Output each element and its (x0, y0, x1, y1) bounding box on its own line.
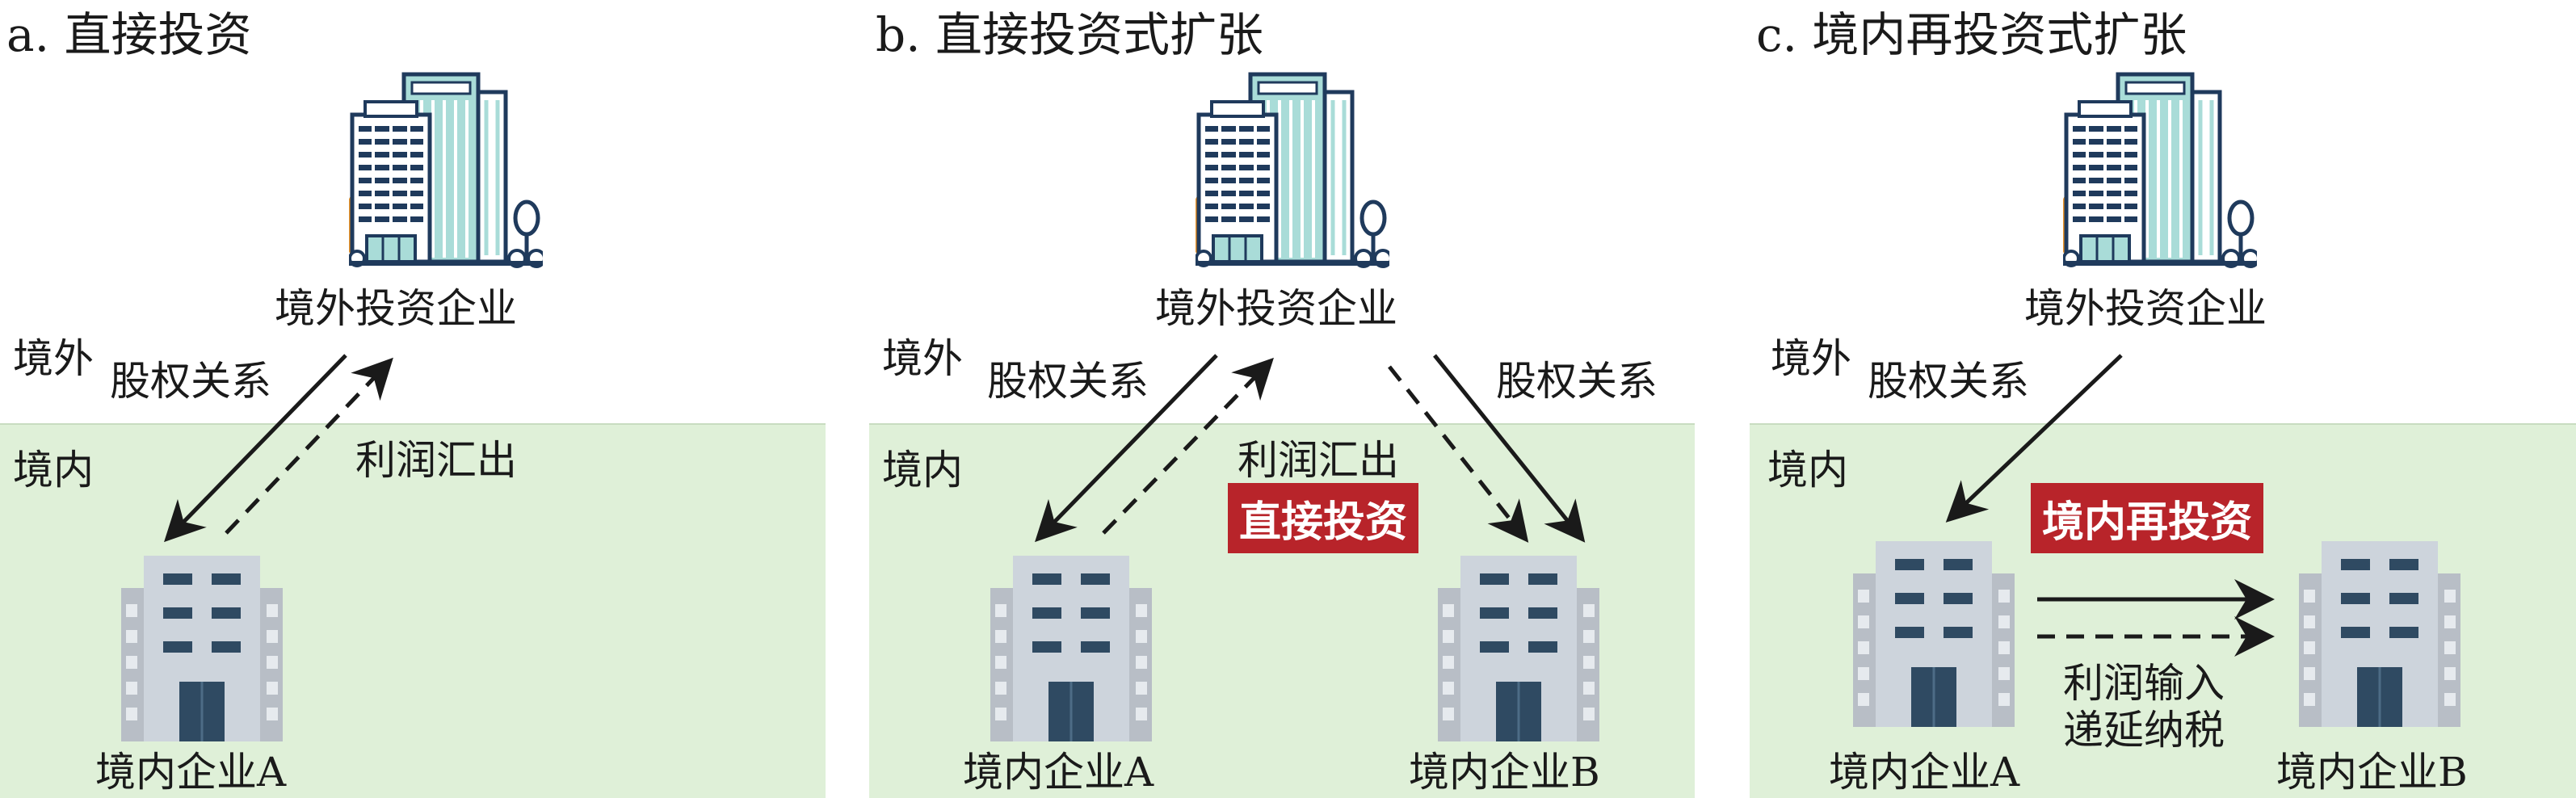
domestic-company-a-icon (1853, 541, 2015, 727)
domestic-reinvestment-badge: 境内再投资 (2031, 483, 2264, 553)
profit-arrow-b (1388, 365, 1529, 543)
direct-investment-badge: 直接投资 (1228, 483, 1419, 553)
overseas-company-label: 境外投资企业 (275, 285, 517, 332)
profit-remit-label: 利润汇出 (1238, 437, 1399, 484)
overseas-zone-label: 境外 (1771, 335, 1851, 382)
panel-title: b. 直接投资式扩张 (876, 7, 1264, 62)
overseas-zone-label: 境外 (882, 335, 963, 382)
panel-a: a. 直接投资 境外投资企业 境外 股权关系 境内 利润汇出 境内企业A (0, 0, 826, 798)
equity-label-left: 股权关系 (987, 358, 1149, 405)
equity-label: 股权关系 (1868, 358, 2029, 405)
domestic-company-b-icon (2299, 541, 2460, 727)
domestic-zone-label: 境内 (1767, 447, 1848, 494)
profit-arrow (225, 357, 393, 535)
panel-title: a. 直接投资 (6, 7, 252, 62)
domestic-company-b-label: 境内企业B (2276, 749, 2468, 796)
equity-arrow-a (1035, 354, 1218, 543)
equity-arrow (1945, 354, 2123, 523)
overseas-company-label: 境外投资企业 (1155, 285, 1397, 332)
equity-arrow (164, 354, 347, 543)
tax-deferral-label: 递延纳税 (2063, 707, 2225, 754)
domestic-company-b-label: 境内企业B (1409, 749, 1600, 796)
flow-arrows (1945, 354, 2275, 657)
profit-remit-label: 利润汇出 (355, 437, 517, 484)
overseas-zone-label: 境外 (13, 335, 94, 382)
equity-label-right: 股权关系 (1496, 358, 1658, 405)
domestic-zone-label: 境内 (882, 447, 963, 494)
equity-label: 股权关系 (110, 358, 271, 405)
domestic-company-a-icon (990, 556, 1152, 741)
domestic-company-a-icon (121, 556, 283, 741)
panel-title: c. 境内再投资式扩张 (1756, 7, 2187, 62)
panel-b: b. 直接投资式扩张 境外投资企业 境外 股权关系 股权关系 境内 利润汇出 直… (869, 0, 1695, 798)
equity-arrow-b (1433, 354, 1586, 543)
domestic-company-a-label: 境内企业A (963, 749, 1154, 796)
profit-input-label: 利润输入 (2063, 660, 2225, 707)
panel-c: c. 境内再投资式扩张 境外投资企业 境外 股权关系 境内 境内再投资 境内企业… (1750, 0, 2576, 798)
overseas-company-label: 境外投资企业 (2024, 285, 2267, 332)
domestic-company-b-icon (1438, 556, 1599, 741)
domestic-company-a-label: 境内企业A (95, 749, 287, 796)
flow-arrows (164, 354, 393, 543)
domestic-zone-label: 境内 (13, 447, 94, 494)
profit-arrow-a (1102, 357, 1274, 535)
flow-arrows (1035, 354, 1586, 543)
domestic-company-a-label: 境内企业A (1829, 749, 2020, 796)
